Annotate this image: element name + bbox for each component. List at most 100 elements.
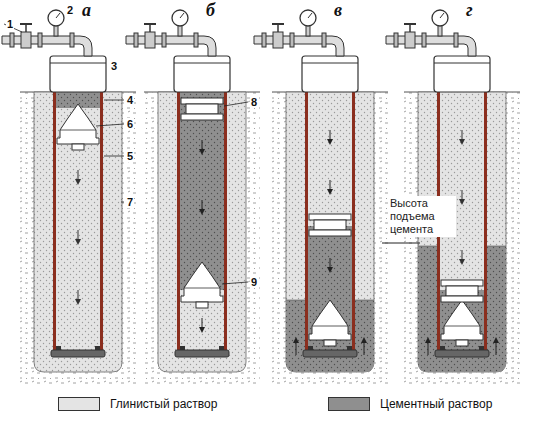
wells — [2, 10, 520, 384]
leader-line — [104, 100, 124, 101]
pipe-flange — [262, 33, 266, 47]
valve-handle — [272, 23, 284, 25]
annotation-label: Высота подъема цемента — [388, 196, 456, 237]
top-plug-body — [446, 286, 478, 296]
leader-lines — [4, 24, 420, 284]
legend-text: Глинистый раствор — [110, 397, 217, 411]
casing-shoe — [435, 350, 489, 357]
callout-number: 4 — [126, 94, 134, 106]
pipe-flange — [70, 33, 74, 47]
valve-stem — [25, 24, 27, 32]
valve-stem — [277, 24, 279, 32]
pipe-flange — [194, 33, 198, 47]
casing-fluid — [440, 290, 484, 350]
legend-text: Цементный раствор — [380, 397, 492, 411]
casing-wall — [177, 62, 180, 350]
stop-ring — [56, 346, 61, 350]
flow-arrowhead — [199, 209, 205, 215]
casing-shoe — [51, 350, 105, 357]
pipe — [386, 36, 476, 56]
cementing-head — [302, 56, 358, 92]
pipe — [254, 36, 344, 56]
stage-letter: г — [466, 0, 473, 20]
flow-arrowhead — [459, 139, 465, 145]
pipe-flange — [322, 33, 326, 47]
flow-arrowhead — [75, 239, 81, 245]
pipe-flange — [290, 33, 294, 47]
casing-wall — [100, 62, 103, 350]
head-detail — [50, 63, 106, 64]
leader-line — [96, 124, 124, 126]
callout-number: 1 — [6, 18, 14, 30]
callout-number: 6 — [126, 118, 134, 130]
flow-arrowhead — [459, 259, 465, 265]
borehole — [158, 92, 246, 372]
borehole — [286, 92, 374, 372]
casing-shoe — [303, 350, 357, 357]
annulus-cement — [418, 246, 506, 372]
leader-line — [222, 282, 248, 284]
casing-wall — [352, 62, 355, 350]
casing-fluid — [308, 226, 352, 350]
earth — [20, 92, 136, 384]
pipe-flange — [134, 33, 138, 47]
flow-arrowhead — [75, 179, 81, 185]
casing-wall — [484, 62, 487, 350]
flow-arrowhead — [199, 149, 205, 155]
cementing-head — [50, 56, 106, 92]
top-plug-flange — [309, 230, 351, 236]
flow-arrowhead — [327, 267, 333, 273]
stop-ring — [308, 346, 313, 350]
plug-detail — [312, 326, 348, 327]
valve-body — [145, 32, 155, 48]
valve-stem — [149, 24, 151, 32]
pipe-flange — [422, 33, 426, 47]
borehole — [418, 92, 506, 372]
pipe-flange — [454, 33, 458, 47]
legend-swatch — [328, 397, 370, 411]
top-plug-flange — [441, 296, 483, 302]
flow-arrowhead — [459, 199, 465, 205]
pressure-gauge — [48, 10, 64, 26]
pipe — [2, 36, 92, 56]
pipe-flange — [38, 33, 42, 47]
leader-line — [4, 24, 22, 32]
flow-arrowhead — [361, 337, 367, 343]
valve-body — [405, 32, 415, 48]
callout-number: 3 — [110, 60, 118, 72]
borehole — [34, 92, 122, 372]
flow-arrowhead — [293, 337, 299, 343]
earth — [144, 92, 260, 384]
pressure-gauge — [172, 10, 188, 26]
bottom-plug — [309, 300, 351, 340]
flow-arrowhead — [425, 337, 431, 343]
head-detail — [302, 63, 358, 64]
pipe-flange — [162, 33, 166, 47]
casing-fluid — [440, 92, 484, 290]
earth — [404, 92, 520, 384]
plug-nose — [456, 340, 468, 346]
stop-ring — [180, 346, 185, 350]
valve-body — [21, 32, 31, 48]
top-plug-body — [186, 104, 218, 114]
cementing-head — [434, 56, 490, 92]
legend-entry: Цементный раствор — [328, 397, 492, 411]
stop-ring — [440, 346, 445, 350]
well — [126, 10, 260, 384]
bottom-plug — [181, 262, 223, 302]
valve-handle — [404, 23, 416, 25]
flow-arrowhead — [75, 299, 81, 305]
annulus-cement — [286, 300, 374, 372]
top-plug-flange — [181, 98, 223, 104]
earth — [272, 92, 388, 384]
casing-shoe — [175, 350, 229, 357]
gauge-needle — [308, 13, 312, 18]
valve-handle — [20, 23, 32, 25]
pipe-flange — [394, 33, 398, 47]
pressure-gauge — [300, 10, 316, 26]
leader-line — [382, 243, 420, 244]
plug-nose — [196, 302, 208, 308]
leader-line — [224, 102, 248, 106]
